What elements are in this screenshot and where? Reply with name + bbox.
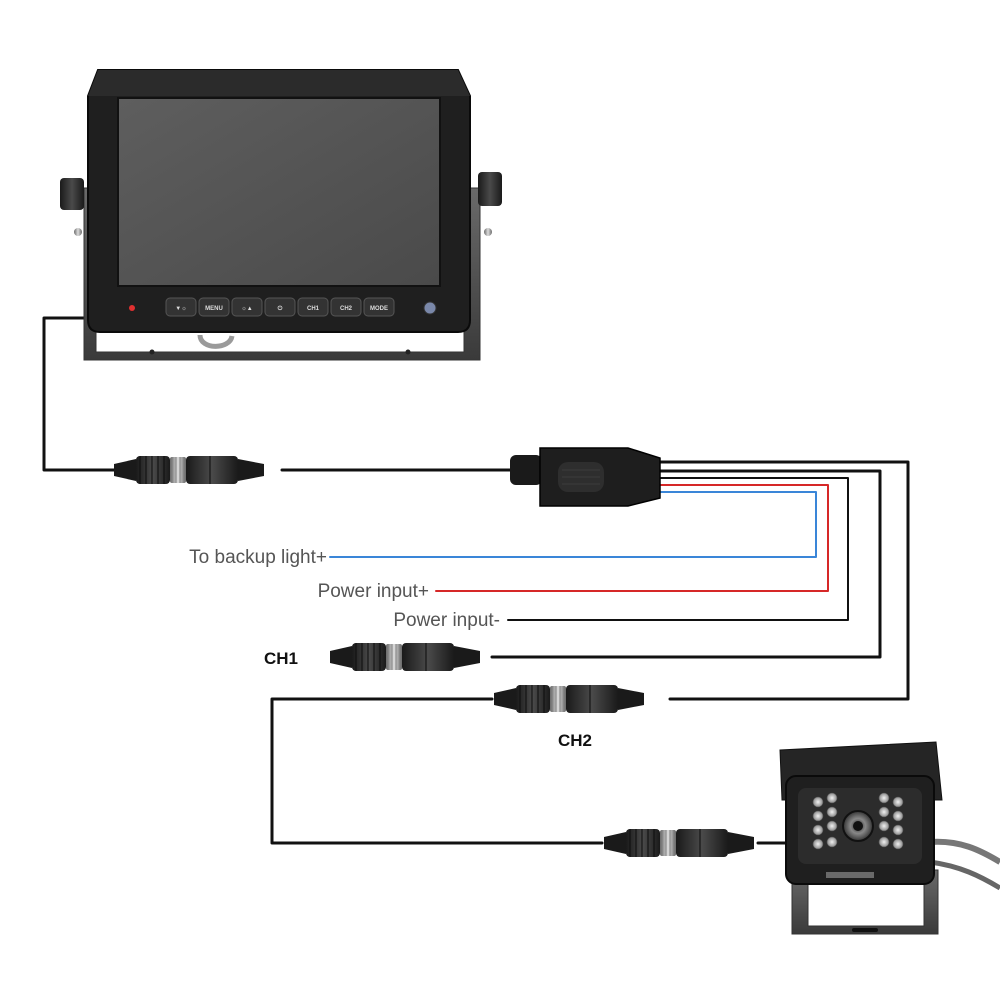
power-positive-label: Power input+ [318, 581, 429, 602]
bracket-screw-icon [74, 228, 82, 236]
camera-sticker [826, 872, 874, 878]
monitor-connector [114, 456, 264, 484]
light-sensor-icon [423, 301, 437, 315]
ir-led-icon [892, 838, 904, 850]
monitor-button[interactable]: MENU [198, 297, 230, 317]
ir-led-icon [826, 806, 838, 818]
splitter-strain-relief [510, 455, 542, 485]
camera [779, 741, 1000, 935]
monitor-cable [42, 316, 116, 472]
ch1-wire [490, 469, 882, 659]
monitor-back-cable [197, 334, 235, 349]
monitor: ▼☼ MENU ☼▲ ⏻ CH1 CH2 MODE [60, 69, 502, 361]
monitor-button[interactable]: ⏻ [264, 297, 296, 317]
ir-led-icon [812, 824, 824, 836]
ch1-connector [330, 643, 480, 671]
monitor-button-label: ⏻ [278, 305, 283, 312]
ir-led-icon [826, 836, 838, 848]
monitor-button[interactable]: ☼▲ [231, 297, 263, 317]
monitor-button-label: ☼▲ [241, 306, 252, 312]
camera-tail-cable [929, 838, 1000, 865]
ir-led-icon [812, 810, 824, 822]
power-led-icon [129, 305, 135, 311]
ir-led-icon [878, 820, 890, 832]
camera-cable-loop [270, 697, 604, 845]
ir-led-icon [826, 792, 838, 804]
ir-led-icon [878, 806, 890, 818]
ch2-label: CH2 [558, 731, 592, 750]
monitor-button-label: CH2 [340, 306, 353, 312]
ir-led-icon [812, 838, 824, 850]
monitor-button-label: MODE [370, 306, 388, 312]
ir-led-icon [878, 792, 890, 804]
camera-connector [604, 829, 754, 857]
backup-light-label: To backup light+ [189, 547, 327, 568]
monitor-button[interactable]: CH2 [330, 297, 362, 317]
monitor-buttons: ▼☼ MENU ☼▲ ⏻ CH1 CH2 MODE [165, 297, 395, 317]
ir-led-icon [878, 836, 890, 848]
ir-led-icon [812, 796, 824, 808]
power-positive-wire [435, 484, 829, 592]
monitor-button[interactable]: CH1 [297, 297, 329, 317]
splitter [510, 447, 661, 507]
ir-led-icon [892, 824, 904, 836]
monitor-button-label: MENU [205, 306, 223, 312]
bracket-hole-icon [405, 349, 411, 355]
right-knob-icon [478, 172, 502, 206]
power-negative-label: Power input- [393, 610, 500, 631]
ir-led-icon [892, 810, 904, 822]
wires [42, 316, 910, 845]
backup-light-wire [329, 491, 817, 558]
monitor-button[interactable]: ▼☼ [165, 297, 197, 317]
ir-led-icon [892, 796, 904, 808]
monitor-button-label: ▼☼ [175, 306, 186, 312]
bracket-screw-icon [484, 228, 492, 236]
ir-led-icon [826, 820, 838, 832]
connectors [114, 456, 754, 857]
bracket-hole-icon [149, 349, 155, 355]
ch2-connector [494, 685, 644, 713]
monitor-button[interactable]: MODE [363, 297, 395, 317]
monitor-visor [88, 70, 470, 96]
camera-bracket-slot [852, 928, 878, 932]
monitor-screen [117, 97, 441, 287]
left-knob-icon [60, 178, 84, 210]
power-negative-wire [507, 477, 849, 621]
ir-leds [812, 792, 904, 850]
ch2-wire [658, 460, 910, 701]
ch1-label: CH1 [264, 649, 298, 668]
monitor-button-label: CH1 [307, 306, 320, 312]
